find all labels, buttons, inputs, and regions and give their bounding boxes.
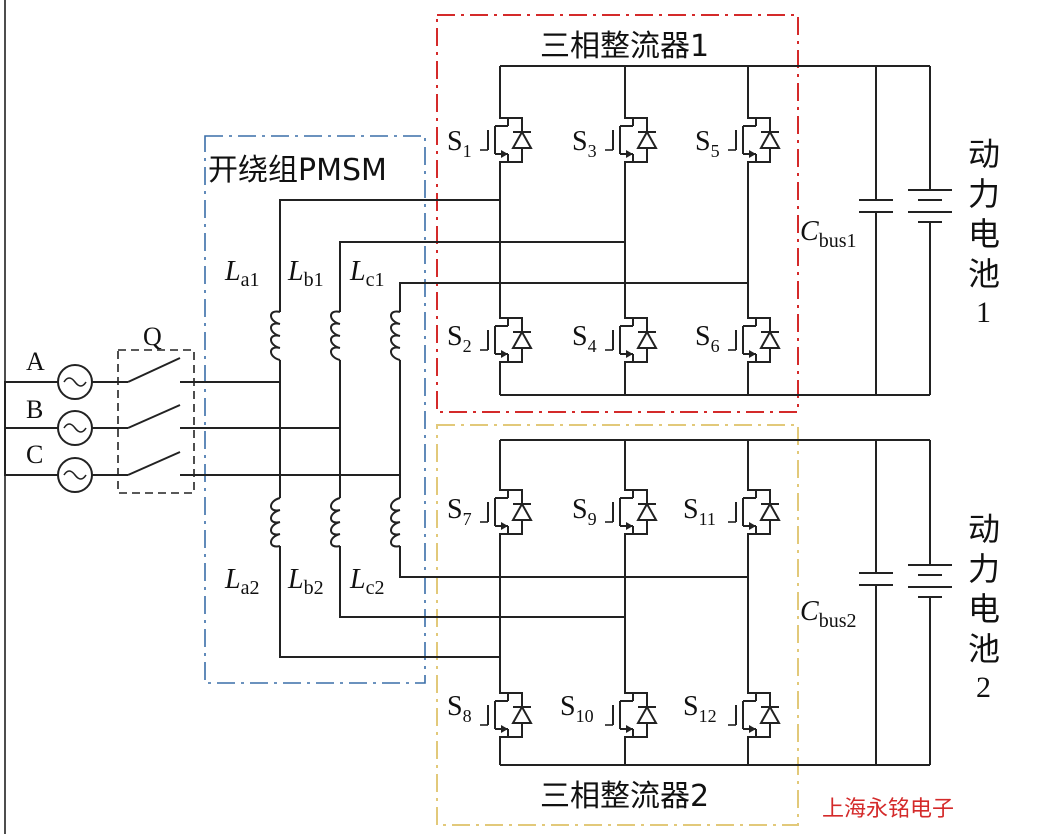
- svg-text:电: 电: [968, 215, 1000, 253]
- switch-label-s1: S1: [447, 126, 472, 161]
- igbt-switch-s2: [480, 308, 542, 372]
- switch-label-s9: S9: [572, 494, 597, 529]
- pmsm-title: 开绕组PMSM: [208, 153, 387, 188]
- svg-text:1: 1: [976, 296, 991, 329]
- inductor-label-c2: Lc2: [349, 564, 384, 599]
- capacitor-label-bus1: Cbus1: [800, 216, 856, 252]
- battery2-label: 动 力 电 池 2: [968, 510, 1000, 704]
- battery1-icon: [908, 66, 952, 395]
- igbt-switch-s9: [605, 480, 667, 544]
- igbt-switch-s4: [605, 308, 667, 372]
- switch-q: Q: [127, 322, 205, 476]
- svg-text:池: 池: [968, 255, 1000, 293]
- watermark: 上海永铭电子: [822, 797, 954, 822]
- inductors: [270, 199, 748, 658]
- rectifier1-box: [436, 14, 799, 413]
- inductor-label-a1: La1: [224, 256, 259, 291]
- pmsm-box: [204, 135, 426, 684]
- switch-label-s4: S4: [572, 321, 597, 356]
- battery1-label: 动 力 电 池 1: [968, 135, 1000, 329]
- source-b-label: B: [26, 395, 43, 424]
- igbt-switch-s11: [728, 480, 790, 544]
- svg-text:2: 2: [976, 671, 991, 704]
- inductor-label-b1: Lb1: [287, 256, 324, 291]
- svg-text:电: 电: [968, 590, 1000, 628]
- svg-text:力: 力: [968, 550, 1000, 588]
- igbt-switch-s10: [605, 683, 667, 747]
- igbt-switch-s6: [728, 308, 790, 372]
- switch-label-s7: S7: [447, 494, 472, 529]
- inductor-label-c1: Lc1: [349, 256, 384, 291]
- capacitor-cbus2: [859, 440, 893, 765]
- switch-label-s6: S6: [695, 321, 720, 356]
- rectifier2-title: 三相整流器2: [540, 779, 709, 814]
- svg-text:力: 力: [968, 175, 1000, 213]
- igbt-switch-s8: [480, 683, 542, 747]
- switch-label-s3: S3: [572, 126, 597, 161]
- igbt-switch-s5: [728, 108, 790, 172]
- switch-q-box: [117, 349, 195, 494]
- switch-q-label: Q: [143, 322, 162, 351]
- inductor-label-a2: La2: [224, 564, 259, 599]
- switch-label-s11: S11: [683, 494, 716, 529]
- switch-label-s2: S2: [447, 321, 472, 356]
- capacitor-label-bus2: Cbus2: [800, 596, 856, 632]
- switch-label-s5: S5: [695, 126, 720, 161]
- svg-text:池: 池: [968, 630, 1000, 668]
- igbt-switch-s7: [480, 480, 542, 544]
- ac-sources: A B C: [4, 347, 128, 493]
- switch-label-s8: S8: [447, 691, 472, 726]
- capacitor-cbus1: [859, 66, 893, 395]
- source-c-label: C: [26, 440, 43, 469]
- svg-text:动: 动: [968, 510, 1000, 548]
- battery2-icon: [908, 440, 952, 765]
- inductor-label-b2: Lb2: [287, 564, 324, 599]
- igbt-switch-s1: [480, 108, 542, 172]
- switch-label-s10: S10: [560, 691, 594, 726]
- svg-text:动: 动: [968, 135, 1000, 173]
- source-a-label: A: [26, 347, 45, 376]
- igbt-switch-s3: [605, 108, 667, 172]
- rectifier2-box: [436, 424, 799, 826]
- rectifier1-title: 三相整流器1: [540, 29, 709, 64]
- igbt-switch-s12: [728, 683, 790, 747]
- switch-label-s12: S12: [683, 691, 717, 726]
